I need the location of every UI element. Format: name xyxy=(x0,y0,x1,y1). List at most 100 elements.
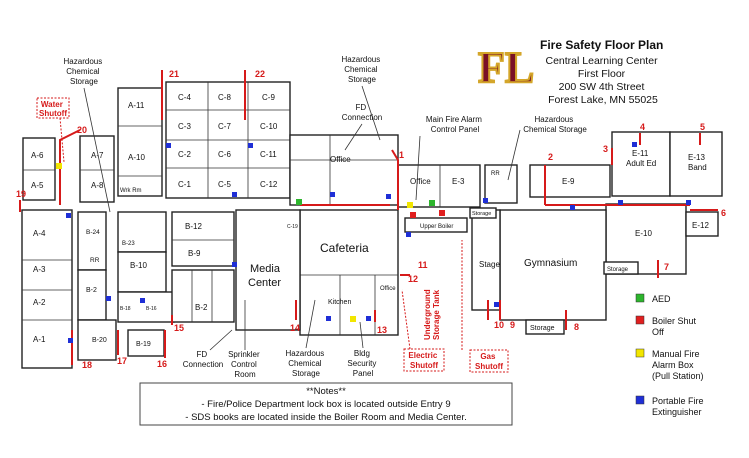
room-label-c5: C-5 xyxy=(218,180,231,189)
room-label-media: Media xyxy=(250,263,281,275)
exit-number-13: 13 xyxy=(377,325,387,335)
extinguisher-marker xyxy=(386,194,391,199)
room-b12-b9 xyxy=(171,211,235,267)
boiler-shutoff-marker xyxy=(410,212,416,218)
callout-water-shutoff: Water Shutoff xyxy=(39,100,67,118)
exit-number-20: 20 xyxy=(77,125,87,135)
callout-fd-top: FD Connection xyxy=(342,103,382,122)
room-label-a6: A-6 xyxy=(31,151,44,160)
pull-station-marker xyxy=(350,316,356,322)
callout-haz-mid: Hazardous Chemical Storage xyxy=(342,55,383,84)
room-label-storage1: Storage xyxy=(530,325,555,332)
exit-number-11: 11 xyxy=(418,260,428,270)
exit-numbers: 1 2 3 4 5 6 7 8 9 10 11 12 13 14 15 16 1… xyxy=(16,69,726,370)
route-exit-1 xyxy=(391,149,399,210)
callout-haz-bottom: Hazardous Chemical Storage xyxy=(286,349,327,378)
building-walls xyxy=(21,81,723,369)
exit-number-3: 3 xyxy=(603,144,608,154)
notes-line-2: - SDS books are located inside the Boile… xyxy=(185,412,466,423)
room-label-rr: RR xyxy=(90,257,100,264)
room-label-storage3: Storage xyxy=(472,211,491,217)
room-label-c11: C-11 xyxy=(260,150,277,159)
room-a-wing-upper xyxy=(22,137,56,201)
room-label-a5: A-5 xyxy=(31,181,44,190)
room-label-c9: C-9 xyxy=(262,93,275,102)
room-rr-storage xyxy=(484,164,518,204)
exit-number-1: 1 xyxy=(399,150,404,160)
legend-pull-station-swatch xyxy=(635,348,645,358)
room-label-band: Band xyxy=(688,163,707,172)
room-label-b19: B-19 xyxy=(136,341,151,348)
room-label-b2-left: B-2 xyxy=(86,287,97,294)
room-b2 xyxy=(77,269,107,321)
room-label-b12: B-12 xyxy=(185,222,202,231)
room-label-wrk: Wrk Rm xyxy=(120,188,142,194)
escape-routes xyxy=(19,70,718,365)
room-label-a11: A-11 xyxy=(128,101,145,110)
extinguisher-marker xyxy=(406,232,411,237)
room-label-a3: A-3 xyxy=(33,265,46,274)
room-label-e13: E-13 xyxy=(688,153,705,162)
room-a7-a8 xyxy=(79,135,115,203)
legend-aed-swatch xyxy=(635,293,645,303)
extinguisher-marker xyxy=(618,200,623,205)
room-storage-top xyxy=(469,207,497,219)
extinguisher-marker xyxy=(483,198,488,203)
exit-number-10: 10 xyxy=(494,320,504,330)
notes-line-1: - Fire/Police Department lock box is loc… xyxy=(201,399,450,410)
extinguisher-marker xyxy=(232,192,237,197)
room-label-c3: C-3 xyxy=(178,122,191,131)
callout-sprinkler: Sprinkler Control Room xyxy=(228,350,262,379)
room-labels: A-11 A-10 Wrk Rm A-7 A-8 A-6 A-5 A-4 A-3… xyxy=(31,93,709,348)
exit-number-7: 7 xyxy=(664,262,669,272)
extinguisher-marker xyxy=(68,338,73,343)
callout-haz-right: Hazardous Chemical Storage xyxy=(523,115,587,134)
exit-number-18: 18 xyxy=(82,360,92,370)
room-gymnasium xyxy=(499,209,607,321)
room-label-storage2: Storage xyxy=(607,267,629,273)
callout-underground-tank: Underground Storage Tank xyxy=(423,287,441,340)
room-label-a8: A-8 xyxy=(91,181,104,190)
room-media-center xyxy=(235,209,301,331)
room-label-c4: C-4 xyxy=(178,93,191,102)
room-label-b20: B-20 xyxy=(92,337,107,344)
room-e13 xyxy=(669,131,723,197)
exit-number-22: 22 xyxy=(255,69,265,79)
room-label-upperboiler: Upper Boiler xyxy=(420,224,453,230)
exit-number-4: 4 xyxy=(640,122,645,132)
extinguisher-marker xyxy=(232,262,237,267)
page-title: Fire Safety Floor Plan xyxy=(540,38,663,52)
room-label-a10: A-10 xyxy=(128,153,145,162)
extinguisher-marker xyxy=(570,205,575,210)
callout-gas-shutoff: Gas Shutoff xyxy=(475,352,503,371)
fl-logo-text: FL xyxy=(478,43,534,92)
pull-station-marker xyxy=(56,163,62,169)
room-label-e11: E-11 xyxy=(632,149,649,158)
room-label-kitchen: Kitchen xyxy=(328,299,351,306)
exit-number-6: 6 xyxy=(721,208,726,218)
extinguisher-marker xyxy=(330,192,335,197)
pull-station-marker xyxy=(407,202,413,208)
room-storage-right xyxy=(603,261,639,275)
fl-logo xyxy=(478,40,526,86)
header: FL Fire Safety Floor Plan Central Learni… xyxy=(477,38,663,106)
legend-boiler-label: Boiler Shut Off xyxy=(652,316,699,337)
room-label-cafeteria: Cafeteria xyxy=(320,241,369,255)
room-label-rr-top: RR xyxy=(491,171,500,177)
room-label-c12: C-12 xyxy=(260,180,278,189)
callout-electric-shutoff: Electric Shutoff xyxy=(408,351,439,370)
room-label-gym: Gymnasium xyxy=(524,258,577,269)
legend-boiler-swatch xyxy=(635,315,645,325)
notes-heading: **Notes** xyxy=(306,386,346,397)
room-label-b10: B-10 xyxy=(130,261,147,270)
exit-number-21: 21 xyxy=(169,69,179,79)
room-storage-bottom xyxy=(525,319,565,335)
room-label-a1: A-1 xyxy=(33,335,46,344)
exit-number-12: 12 xyxy=(408,274,418,284)
extinguisher-marker xyxy=(140,298,145,303)
room-label-office1: Office xyxy=(330,155,351,164)
extinguisher-marker xyxy=(494,302,499,307)
room-label-a4: A-4 xyxy=(33,229,46,238)
room-label-adulted: Adult Ed xyxy=(626,159,656,168)
